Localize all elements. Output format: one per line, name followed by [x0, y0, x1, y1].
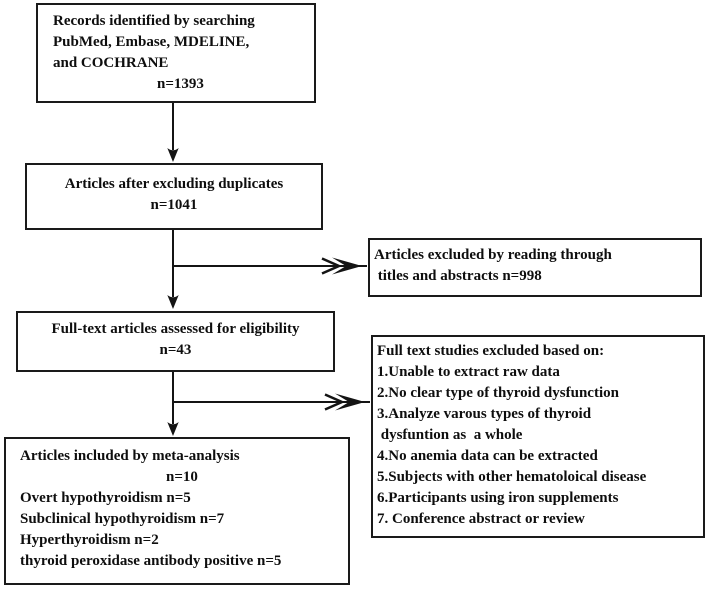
box-records-identified: Records identified by searching PubMed, …: [36, 3, 316, 103]
included-hyperthyroidism: Hyperthyroidism n=2: [20, 532, 159, 548]
arrow-fulltext-to-included: [167, 372, 179, 436]
exclusion-reason-3-cont: dysfuntion as a whole: [377, 427, 523, 443]
exclusion-reason-3: 3.Analyze varous types of thyroid: [377, 406, 592, 422]
arrow-dedup-to-fulltext: [167, 230, 179, 309]
box-line: Articles after excluding duplicates: [64, 176, 284, 192]
box-count: n=43: [159, 342, 192, 358]
arrow-records-to-dedup: [167, 103, 179, 162]
box-fulltext-exclusion-reasons: Full text studies excluded based on: 1.U…: [371, 335, 705, 538]
box-articles-included: Articles included by meta-analysis n=10 …: [4, 437, 350, 585]
box-fulltext-assessed: Full-text articles assessed for eligibil…: [16, 311, 335, 372]
box-line: Full-text articles assessed for eligibil…: [51, 321, 300, 337]
box-line: titles and abstracts n=998: [374, 268, 542, 284]
exclusion-reason-1: 1.Unable to extract raw data: [377, 364, 560, 380]
box-excluded-by-titles-abstracts: Articles excluded by reading through tit…: [368, 238, 702, 297]
box-count: n=1393: [157, 76, 204, 92]
included-tpo-antibody-positive: thyroid peroxidase antibody positive n=5: [20, 553, 282, 569]
exclusion-reason-7: 7. Conference abstract or review: [377, 511, 585, 527]
included-overt-hypothyroidism: Overt hypothyroidism n=5: [20, 490, 191, 506]
arrow-branch-to-title-exclusions: [173, 257, 367, 275]
box-line: Articles included by meta-analysis: [20, 448, 240, 464]
box-count: n=1041: [150, 197, 198, 213]
box-line: Records identified by searching: [53, 13, 255, 29]
exclusion-reason-4: 4.No anemia data can be extracted: [377, 448, 598, 464]
box-line: Articles excluded by reading through: [374, 247, 612, 263]
exclusion-reason-2: 2.No clear type of thyroid dysfunction: [377, 385, 619, 401]
exclusion-reason-6: 6.Participants using iron supplements: [377, 490, 619, 506]
box-articles-after-duplicates: Articles after excluding duplicates n=10…: [25, 163, 323, 230]
box-line: Full text studies excluded based on:: [377, 343, 605, 359]
arrow-branch-to-fulltext-exclusions: [173, 393, 370, 411]
box-count: n=10: [166, 469, 198, 485]
box-line: and COCHRANE: [53, 55, 169, 71]
box-line: PubMed, Embase, MDELINE,: [53, 34, 250, 50]
exclusion-reason-5: 5.Subjects with other hematoloical disea…: [377, 469, 647, 485]
included-subclinical-hypothyroidism: Subclinical hypothyroidism n=7: [20, 511, 225, 527]
